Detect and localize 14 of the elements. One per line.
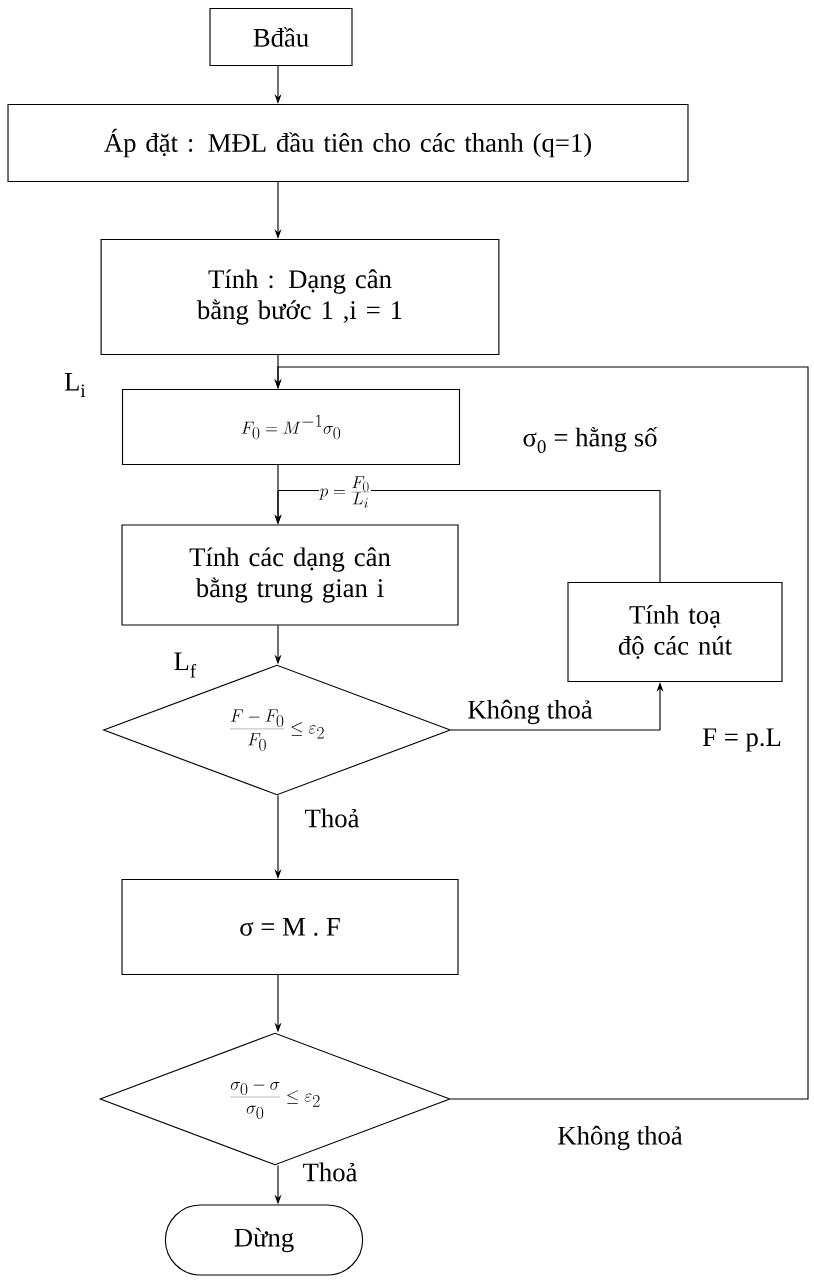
process-box: σ = M . F	[121, 878, 459, 976]
process-box: Tính toạ độ các nút	[567, 581, 783, 683]
edge-label: Không thoả	[558, 1125, 683, 1151]
annotation: L$_{i}$	[64, 373, 86, 397]
edge-label: Thoả	[305, 808, 360, 828]
start-box: Bđầu	[209, 7, 353, 67]
annotation: L$_{f}$	[174, 652, 197, 678]
process-box: Áp đặt : MĐL đầu tiên cho các thanh (q=1)	[7, 103, 689, 183]
annotation: σ$_{0}$ = hằng số	[523, 426, 658, 454]
process-box: Tính các dạng cân bằng trung gian i	[121, 524, 459, 626]
annotation: F = p.L	[702, 728, 781, 752]
edge-label: Không thoả	[468, 699, 593, 725]
stop-terminal: Dừng	[164, 1204, 364, 1276]
process-box: Tính : Dạng cân bằng bước 1 ,i = 1	[100, 238, 500, 356]
